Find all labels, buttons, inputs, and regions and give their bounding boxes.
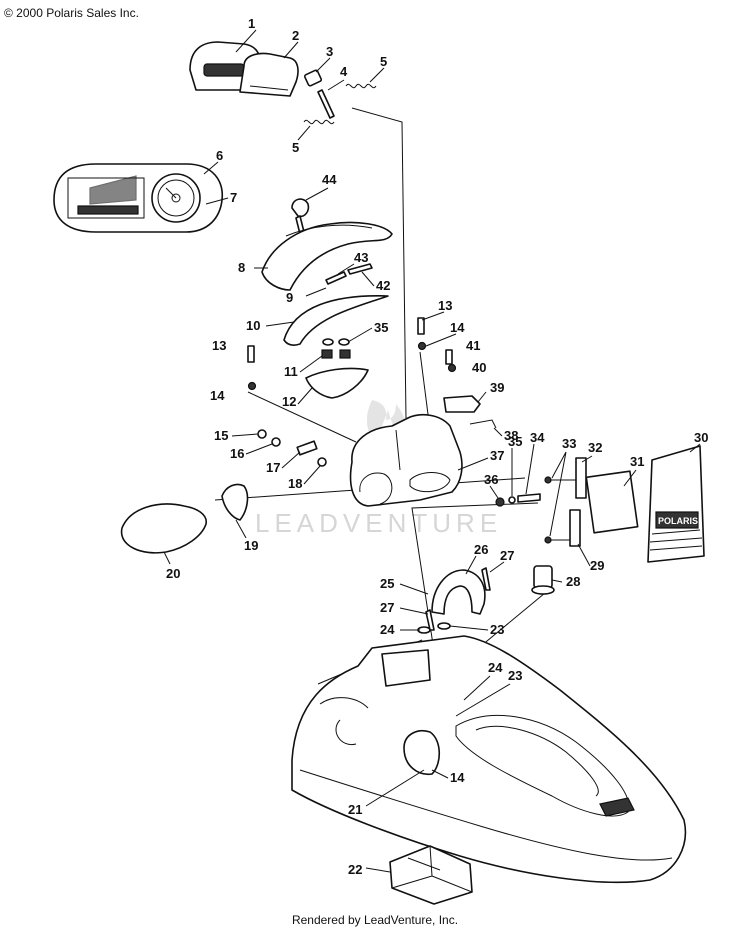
copyright-notice: © 2000 Polaris Sales Inc. — [4, 6, 139, 20]
callout: 43 — [354, 250, 368, 265]
callout: 13 — [438, 298, 452, 313]
part-handle-bracket — [431, 569, 486, 615]
part-instrument-cluster — [53, 163, 224, 233]
callout: 20 — [166, 566, 180, 581]
part-cap — [531, 565, 555, 595]
callout: 29 — [590, 558, 604, 573]
part-console-housing — [349, 413, 463, 507]
callout: 2 — [292, 28, 299, 43]
part-decal-panel: POLARIS — [647, 445, 705, 563]
callout: 37 — [490, 448, 504, 463]
part-fasteners — [247, 317, 457, 391]
callout: 15 — [214, 428, 228, 443]
callout: 44 — [322, 172, 337, 187]
callout: 26 — [474, 542, 488, 557]
decal-brand: POLARIS — [658, 516, 698, 526]
callout: 10 — [246, 318, 260, 333]
callout: 32 — [588, 440, 602, 455]
part-screw — [325, 271, 347, 285]
callout: 24 — [488, 660, 503, 675]
callout: 9 — [286, 290, 293, 305]
part-spring — [303, 83, 377, 125]
part-clip — [443, 395, 481, 413]
callout-labels: 1 2 3 4 5 5 6 7 44 8 43 42 9 10 35 11 12… — [166, 16, 708, 877]
callout: 41 — [466, 338, 480, 353]
render-credit: Rendered by LeadVenture, Inc. — [291, 913, 459, 927]
callout: 35 — [508, 434, 522, 449]
watermark-text: LEADVENTURE — [255, 508, 502, 538]
callout: 18 — [288, 476, 302, 491]
callout: 14 — [450, 770, 465, 785]
callout: 12 — [282, 394, 296, 409]
callout: 28 — [566, 574, 580, 589]
part-hull — [291, 635, 687, 884]
part-mirror — [120, 503, 207, 554]
callout: 31 — [630, 454, 644, 469]
callout: 27 — [380, 600, 394, 615]
callout: 3 — [326, 44, 333, 59]
part-screw — [347, 263, 373, 275]
callout: 34 — [530, 430, 545, 445]
callout: 17 — [266, 460, 280, 475]
callout: 33 — [562, 436, 576, 451]
callout-leaders — [163, 29, 701, 873]
callout: 21 — [348, 802, 362, 817]
part-bolt — [495, 493, 541, 507]
callout: 25 — [380, 576, 394, 591]
callout: 8 — [238, 260, 245, 275]
callout: 7 — [230, 190, 237, 205]
part-pin — [317, 89, 335, 119]
part-mount-bracket — [389, 845, 473, 905]
callout: 13 — [212, 338, 226, 353]
part-lens — [239, 52, 299, 97]
callout: 42 — [376, 278, 390, 293]
part-gasket — [283, 294, 389, 346]
callout: 23 — [508, 668, 522, 683]
callout: 30 — [694, 430, 708, 445]
callout: 36 — [484, 472, 498, 487]
callout: 40 — [472, 360, 486, 375]
callout: 6 — [216, 148, 223, 163]
callout: 22 — [348, 862, 362, 877]
callout: 16 — [230, 446, 244, 461]
part-console-cover — [261, 221, 393, 291]
callout: 19 — [244, 538, 258, 553]
part-knob — [291, 198, 310, 235]
part-bolt — [481, 567, 491, 591]
callout: 1 — [248, 16, 255, 31]
part-plate — [305, 367, 369, 399]
callout: 4 — [340, 64, 348, 79]
callout: 14 — [450, 320, 465, 335]
part-hook — [469, 419, 497, 429]
callout: 23 — [490, 622, 504, 637]
callout: 35 — [374, 320, 388, 335]
callout: 38 — [504, 428, 518, 443]
part-small-hardware — [257, 429, 327, 467]
callout: 14 — [210, 388, 225, 403]
callout: 39 — [490, 380, 504, 395]
callout: 5 — [380, 54, 387, 69]
part-grommet — [321, 338, 351, 359]
callout: 5 — [292, 140, 299, 155]
callout: 27 — [500, 548, 514, 563]
part-panel-hardware — [544, 457, 639, 547]
part-mirror-mount — [221, 483, 249, 521]
part-switch — [303, 69, 323, 87]
callout: 24 — [380, 622, 395, 637]
callout: 11 — [284, 364, 298, 379]
